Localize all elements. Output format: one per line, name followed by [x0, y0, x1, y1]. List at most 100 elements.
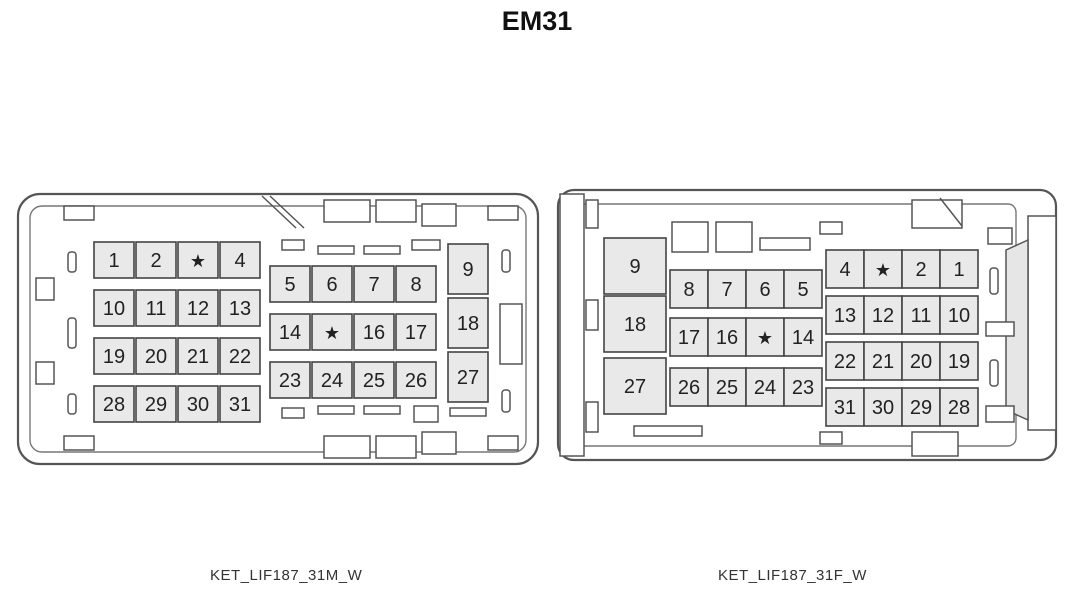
right-pin-cell [863, 387, 903, 427]
left-pin-cell [93, 241, 135, 279]
left-pin-cell [395, 265, 437, 303]
left-pin-label: ★ [324, 323, 340, 343]
right-pin-label: ★ [875, 260, 891, 280]
right-pin-cell [603, 295, 667, 353]
right-pin-cell [863, 249, 903, 289]
left-pin-label: 21 [187, 346, 209, 368]
left-pin-label: 11 [146, 298, 167, 320]
left-pin-cell [219, 385, 261, 423]
right-pin-label: 5 [797, 279, 808, 301]
left-pin-label: 10 [103, 298, 125, 320]
right-pin-cell [901, 387, 941, 427]
left-pin-cell [93, 385, 135, 423]
right-pin-label: 21 [872, 351, 894, 373]
right-pin-label: 23 [792, 377, 814, 399]
right-pin-label: 16 [716, 327, 738, 349]
right-pin-cell [901, 341, 941, 381]
right-pin-label: 29 [910, 397, 932, 419]
left-connector-part-number: KET_LIF187_31M_W [210, 567, 363, 584]
right-pin-label: 31 [834, 397, 856, 419]
right-pin-label: 30 [872, 397, 894, 419]
right-pin-label: 14 [792, 327, 814, 349]
left-pin-cell [269, 313, 311, 351]
left-pin-label: 8 [410, 274, 421, 296]
right-pin-label: 10 [948, 305, 970, 327]
right-pin-label: 7 [721, 279, 732, 301]
left-pin-cell [219, 337, 261, 375]
left-pin-cell [447, 243, 489, 295]
left-pin-cell [135, 385, 177, 423]
right-pin-label: 11 [911, 305, 932, 327]
right-pin-cell [939, 295, 979, 335]
left-pin-cell [353, 361, 395, 399]
diagram-title: EM31 [501, 6, 573, 36]
left-pin-label: 30 [187, 394, 209, 416]
right-pin-cell [707, 317, 747, 357]
right-pin-cell [669, 317, 709, 357]
left-pin-cell [395, 313, 437, 351]
left-pin-cell [353, 265, 395, 303]
left-pin-label: 20 [145, 346, 167, 368]
left-pin-cell [311, 265, 353, 303]
right-pin-label: 18 [624, 314, 646, 336]
right-pin-label: 6 [759, 279, 770, 301]
right-pin-label: 22 [834, 351, 856, 373]
right-pin-label: 17 [678, 327, 700, 349]
left-pin-cell [353, 313, 395, 351]
left-pin-label: 2 [150, 250, 161, 272]
left-pin-cell [219, 289, 261, 327]
right-pin-label: 27 [624, 376, 646, 398]
left-pin-label: 25 [363, 370, 385, 392]
left-pin-cell [177, 241, 219, 279]
left-pin-label: 28 [103, 394, 125, 416]
right-pin-cell [939, 249, 979, 289]
left-pin-label: 27 [457, 367, 479, 389]
left-pin-label: 1 [108, 250, 119, 272]
right-pin-cell [825, 341, 865, 381]
left-pin-label: 6 [326, 274, 337, 296]
left-pin-label: 22 [229, 346, 251, 368]
left-pin-label: ★ [190, 251, 206, 271]
right-pin-label: 12 [872, 305, 894, 327]
right-pin-cell [901, 295, 941, 335]
left-pin-cell [177, 337, 219, 375]
left-pin-cell [177, 385, 219, 423]
left-pin-label: 9 [462, 259, 473, 281]
right-pin-label: 4 [839, 259, 850, 281]
left-pin-cell [311, 313, 353, 351]
right-pin-cell [783, 317, 823, 357]
left-pin-cell [93, 289, 135, 327]
right-pin-cell [669, 367, 709, 407]
right-pin-label: 24 [754, 377, 776, 399]
left-pin-label: 16 [363, 322, 385, 344]
right-pin-label: 20 [910, 351, 932, 373]
right-connector-part-number: KET_LIF187_31F_W [718, 567, 867, 584]
left-pin-cell [135, 337, 177, 375]
left-pin-label: 4 [234, 250, 245, 272]
right-pin-cell [707, 269, 747, 309]
left-pin-label: 7 [368, 274, 379, 296]
right-pin-label: 9 [629, 256, 640, 278]
right-pin-cell [939, 387, 979, 427]
right-pin-cell [939, 341, 979, 381]
right-pin-cell [825, 249, 865, 289]
right-pin-label: 2 [915, 259, 926, 281]
right-pin-label: 19 [948, 351, 970, 373]
right-pin-cell [603, 237, 667, 295]
left-pin-cell [269, 265, 311, 303]
left-pin-cell [269, 361, 311, 399]
left-pin-cell [93, 337, 135, 375]
right-pin-label: 1 [953, 259, 964, 281]
right-pin-label: 25 [716, 377, 738, 399]
right-pin-cell [603, 357, 667, 415]
left-pin-label: 19 [103, 346, 125, 368]
left-pin-cell [177, 289, 219, 327]
left-pin-cell [135, 241, 177, 279]
right-pin-label: 13 [834, 305, 856, 327]
left-pin-label: 12 [187, 298, 209, 320]
left-pin-label: 17 [405, 322, 427, 344]
left-pin-cell [447, 351, 489, 403]
right-pin-cell [863, 295, 903, 335]
right-pin-cell [745, 269, 785, 309]
